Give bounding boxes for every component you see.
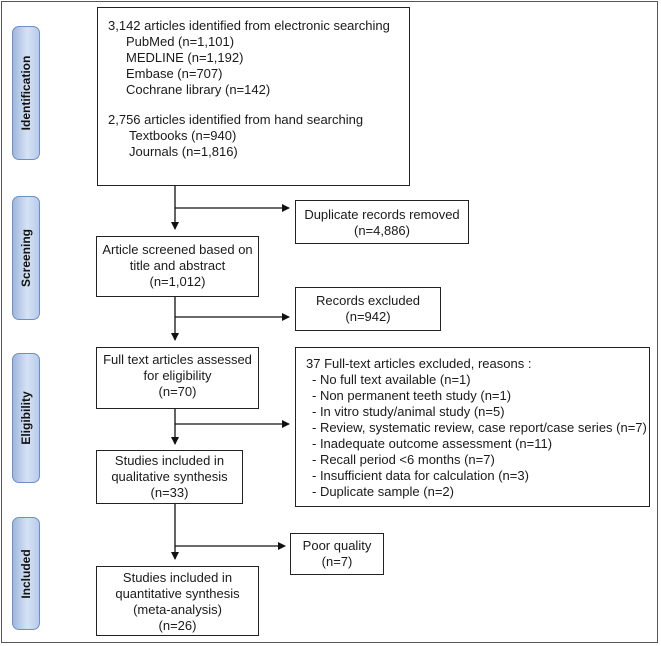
qualitative-count: (n=33) (150, 485, 189, 500)
qualitative-label-2: qualitative synthesis (111, 469, 228, 484)
duplicates-label: Duplicate records removed (304, 207, 460, 222)
duplicates-count: (n=4,886) (353, 223, 410, 238)
poor-quality-count: (n=7) (321, 554, 353, 569)
poor-quality-label: Poor quality (302, 538, 372, 553)
fulltext-count: (n=70) (158, 384, 197, 399)
stage-identification: Identification (12, 26, 40, 160)
qualitative-label-1: Studies included in (114, 453, 225, 468)
electronic-item-medline: MEDLINE (n=1,192) (126, 50, 244, 65)
poor-quality-box: Poor quality (n=7) (290, 533, 384, 575)
stage-screening: Screening (12, 196, 40, 320)
electronic-total: 3,142 articles identified from electroni… (108, 18, 390, 33)
fulltext-label-2: for eligibility (143, 368, 212, 383)
reason-item: - Review, systematic review, case report… (312, 420, 647, 435)
hand-item-textbooks: Textbooks (n=940) (129, 128, 237, 143)
excluded-label: Records excluded (315, 293, 421, 308)
reason-item: - Duplicate sample (n=2) (312, 484, 454, 499)
hand-total: 2,756 articles identified from hand sear… (108, 112, 364, 127)
reason-item: - Insufficient data for calculation (n=3… (312, 468, 529, 483)
screened-box: Article screened based on title and abst… (96, 236, 259, 297)
electronic-item-pubmed: PubMed (n=1,101) (126, 34, 235, 49)
quantitative-box: Studies included in quantitative synthes… (96, 566, 259, 636)
stage-included: Included (12, 517, 40, 630)
quantitative-label-3: (meta-analysis) (133, 602, 222, 617)
screened-label-2: title and abstract (129, 258, 226, 273)
stage-eligibility: Eligibility (12, 353, 40, 483)
identified-box: 3,142 articles identified from electroni… (97, 7, 410, 186)
quantitative-label-1: Studies included in (122, 570, 233, 585)
fulltext-label-1: Full text articles assessed (103, 352, 252, 367)
reason-item: - Non permanent teeth study (n=1) (312, 388, 512, 403)
reason-item: - Inadequate outcome assessment (n=11) (312, 436, 553, 451)
qualitative-box: Studies included in qualitative synthesi… (96, 450, 243, 504)
fulltext-box: Full text articles assessed for eligibil… (96, 347, 259, 409)
excluded-box: Records excluded (n=942) (295, 287, 441, 331)
electronic-item-cochrane: Cochrane library (n=142) (126, 82, 271, 97)
screened-label-1: Article screened based on (102, 242, 253, 257)
quantitative-count: (n=26) (158, 618, 197, 633)
screened-count: (n=1,012) (149, 274, 206, 289)
reason-item: - In vitro study/animal study (n=5) (312, 404, 505, 419)
reason-item: - No full text available (n=1) (312, 372, 471, 387)
quantitative-label-2: quantitative synthesis (115, 586, 240, 601)
fulltext-excluded-box: 37 Full-text articles excluded, reasons … (295, 347, 650, 507)
duplicates-box: Duplicate records removed (n=4,886) (295, 200, 469, 244)
fulltext-excluded-title: 37 Full-text articles excluded, reasons … (306, 356, 532, 371)
electronic-item-embase: Embase (n=707) (126, 66, 223, 81)
hand-item-journals: Journals (n=1,816) (129, 144, 238, 159)
excluded-count: (n=942) (345, 309, 391, 324)
reason-item: - Recall period <6 months (n=7) (312, 452, 495, 467)
